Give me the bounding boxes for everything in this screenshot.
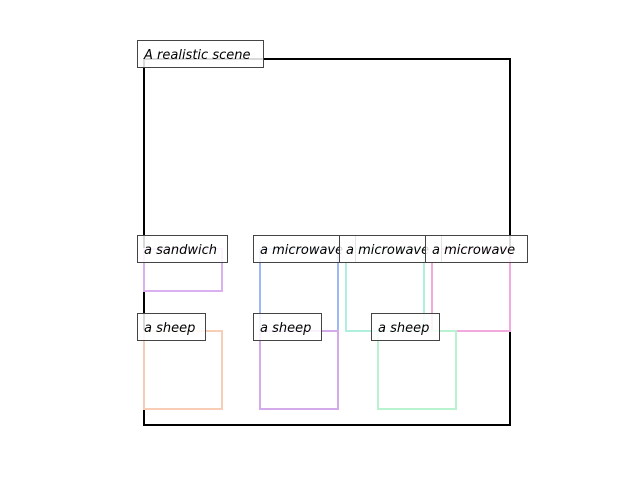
object-label-sheep-3: a sheep (371, 313, 440, 341)
scene-caption-text: A realistic scene (143, 48, 250, 63)
object-label-text: a sheep (144, 321, 195, 336)
object-label-sheep-2: a sheep (253, 313, 322, 341)
object-label-text: a microwave (260, 243, 343, 258)
object-box-sheep-3 (377, 330, 457, 410)
scene-caption: A realistic scene (137, 40, 264, 68)
object-label-sheep-1: a sheep (137, 313, 206, 341)
object-label-text: a sheep (378, 321, 429, 336)
object-label-microwave-1: a microwave (253, 235, 356, 263)
object-label-text: a sheep (260, 321, 311, 336)
object-label-text: a sandwich (144, 243, 217, 258)
object-label-microwave-2: a microwave (339, 235, 442, 263)
object-label-microwave-3: a microwave (425, 235, 528, 263)
object-label-sandwich: a sandwich (137, 235, 228, 263)
object-label-text: a microwave (346, 243, 429, 258)
object-box-sheep-2 (259, 330, 339, 410)
object-label-text: a microwave (432, 243, 515, 258)
object-box-sheep-1 (143, 330, 223, 410)
